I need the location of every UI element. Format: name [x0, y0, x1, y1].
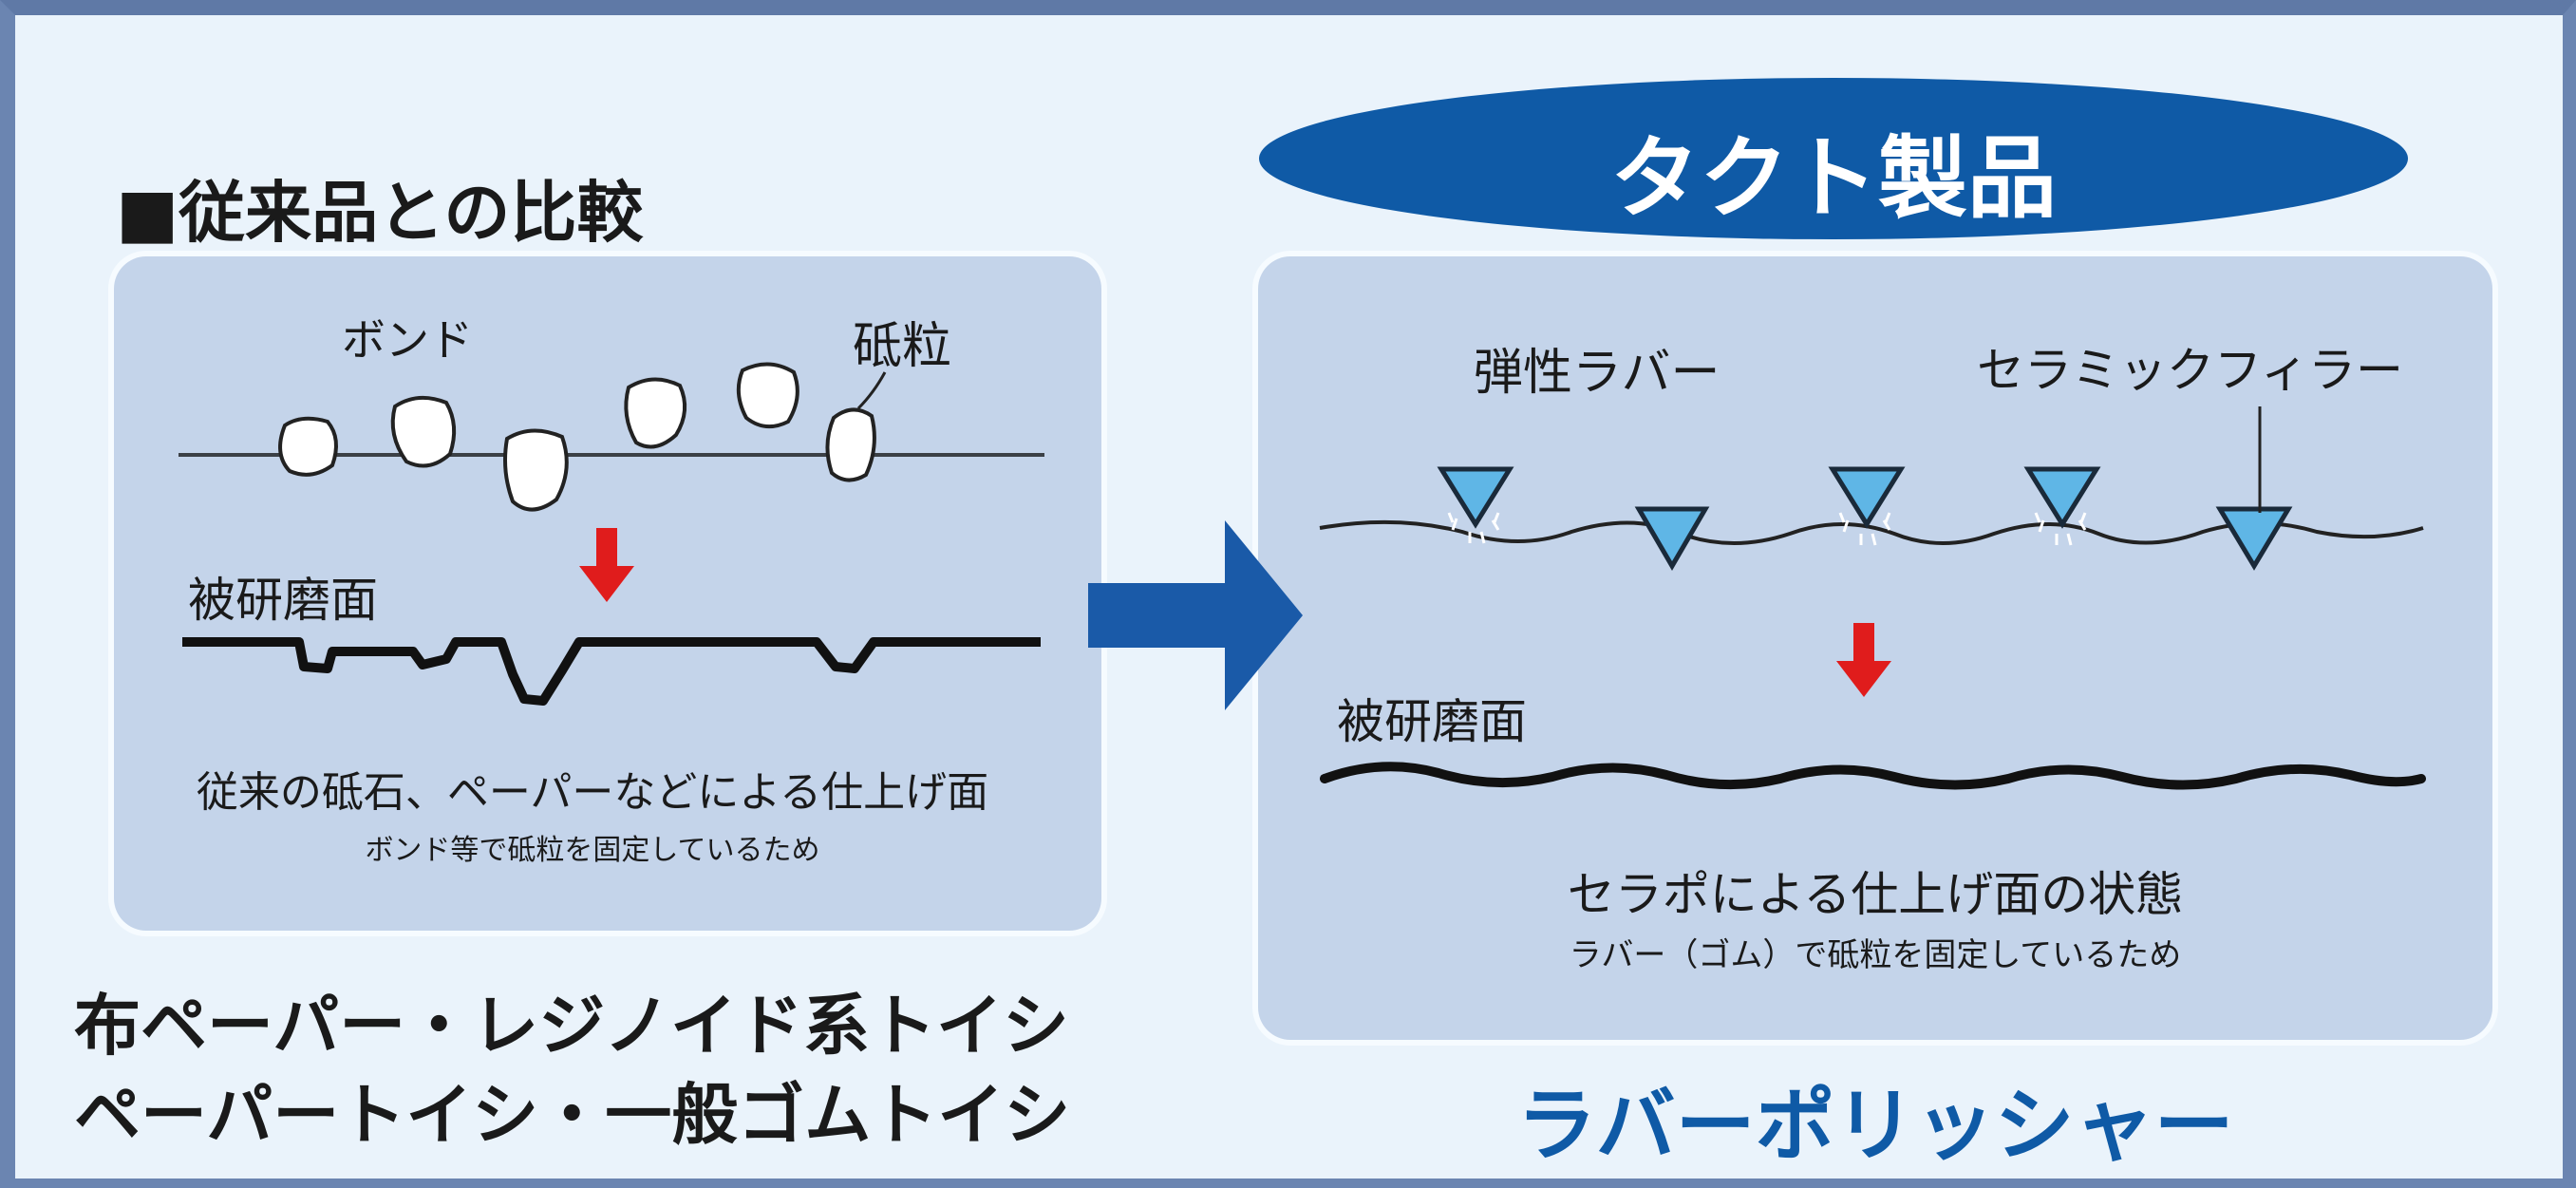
grain-leader-line — [856, 371, 887, 410]
tact-caption: セラポによる仕上げ面の状態 — [1567, 867, 2184, 922]
ceramic-filler-4 — [2023, 466, 2101, 546]
grain-label: 砥粒 — [853, 318, 952, 375]
abrasive-grain — [503, 428, 569, 512]
bond-label: ボンド — [342, 314, 473, 366]
rubber-label: 弾性ラバー — [1474, 345, 1720, 402]
scratched-surface — [182, 637, 1041, 706]
conventional-products-line1: 布ペーパー・レジノイド系トイシ — [74, 987, 1069, 1065]
polished-surface — [1320, 762, 2426, 790]
conventional-products-line2: ペーパートイシ・一般ゴムトイシ — [74, 1076, 1071, 1154]
abrasive-grain — [825, 407, 876, 482]
conventional-caption: 従来の砥石、ペーパーなどによる仕上げ面 — [196, 768, 989, 817]
abrasive-grain — [624, 377, 687, 449]
tact-subcaption: ラバー（ゴム）で砥粒を固定しているため — [1569, 936, 2182, 974]
filler-label: セラミックフィラー — [1977, 343, 2403, 398]
surface-label-left: 被研磨面 — [188, 573, 378, 628]
brand-ellipse — [1259, 78, 2408, 239]
abrasive-grain — [390, 395, 457, 468]
abrasive-grain — [736, 362, 799, 429]
conventional-subcaption: ボンド等で砥粒を固定しているため — [365, 834, 820, 867]
ceramic-filler-5 — [2215, 506, 2293, 571]
tact-product-name: ラバーポリッシャー — [1516, 1079, 2234, 1172]
ceramic-filler-1 — [1437, 466, 1514, 544]
comparison-heading: ■従来品との比較 — [116, 174, 644, 252]
brand-label: タクト製品 — [1609, 127, 2057, 231]
red-down-arrow — [579, 528, 634, 602]
tact-panel — [1258, 256, 2492, 1040]
direction-arrow — [1088, 520, 1303, 710]
ceramic-filler-2 — [1634, 506, 1710, 571]
surface-label-right: 被研磨面 — [1337, 694, 1527, 749]
red-down-arrow — [1836, 623, 1891, 697]
ceramic-filler-3 — [1828, 466, 1906, 546]
abrasive-grain — [278, 416, 338, 477]
